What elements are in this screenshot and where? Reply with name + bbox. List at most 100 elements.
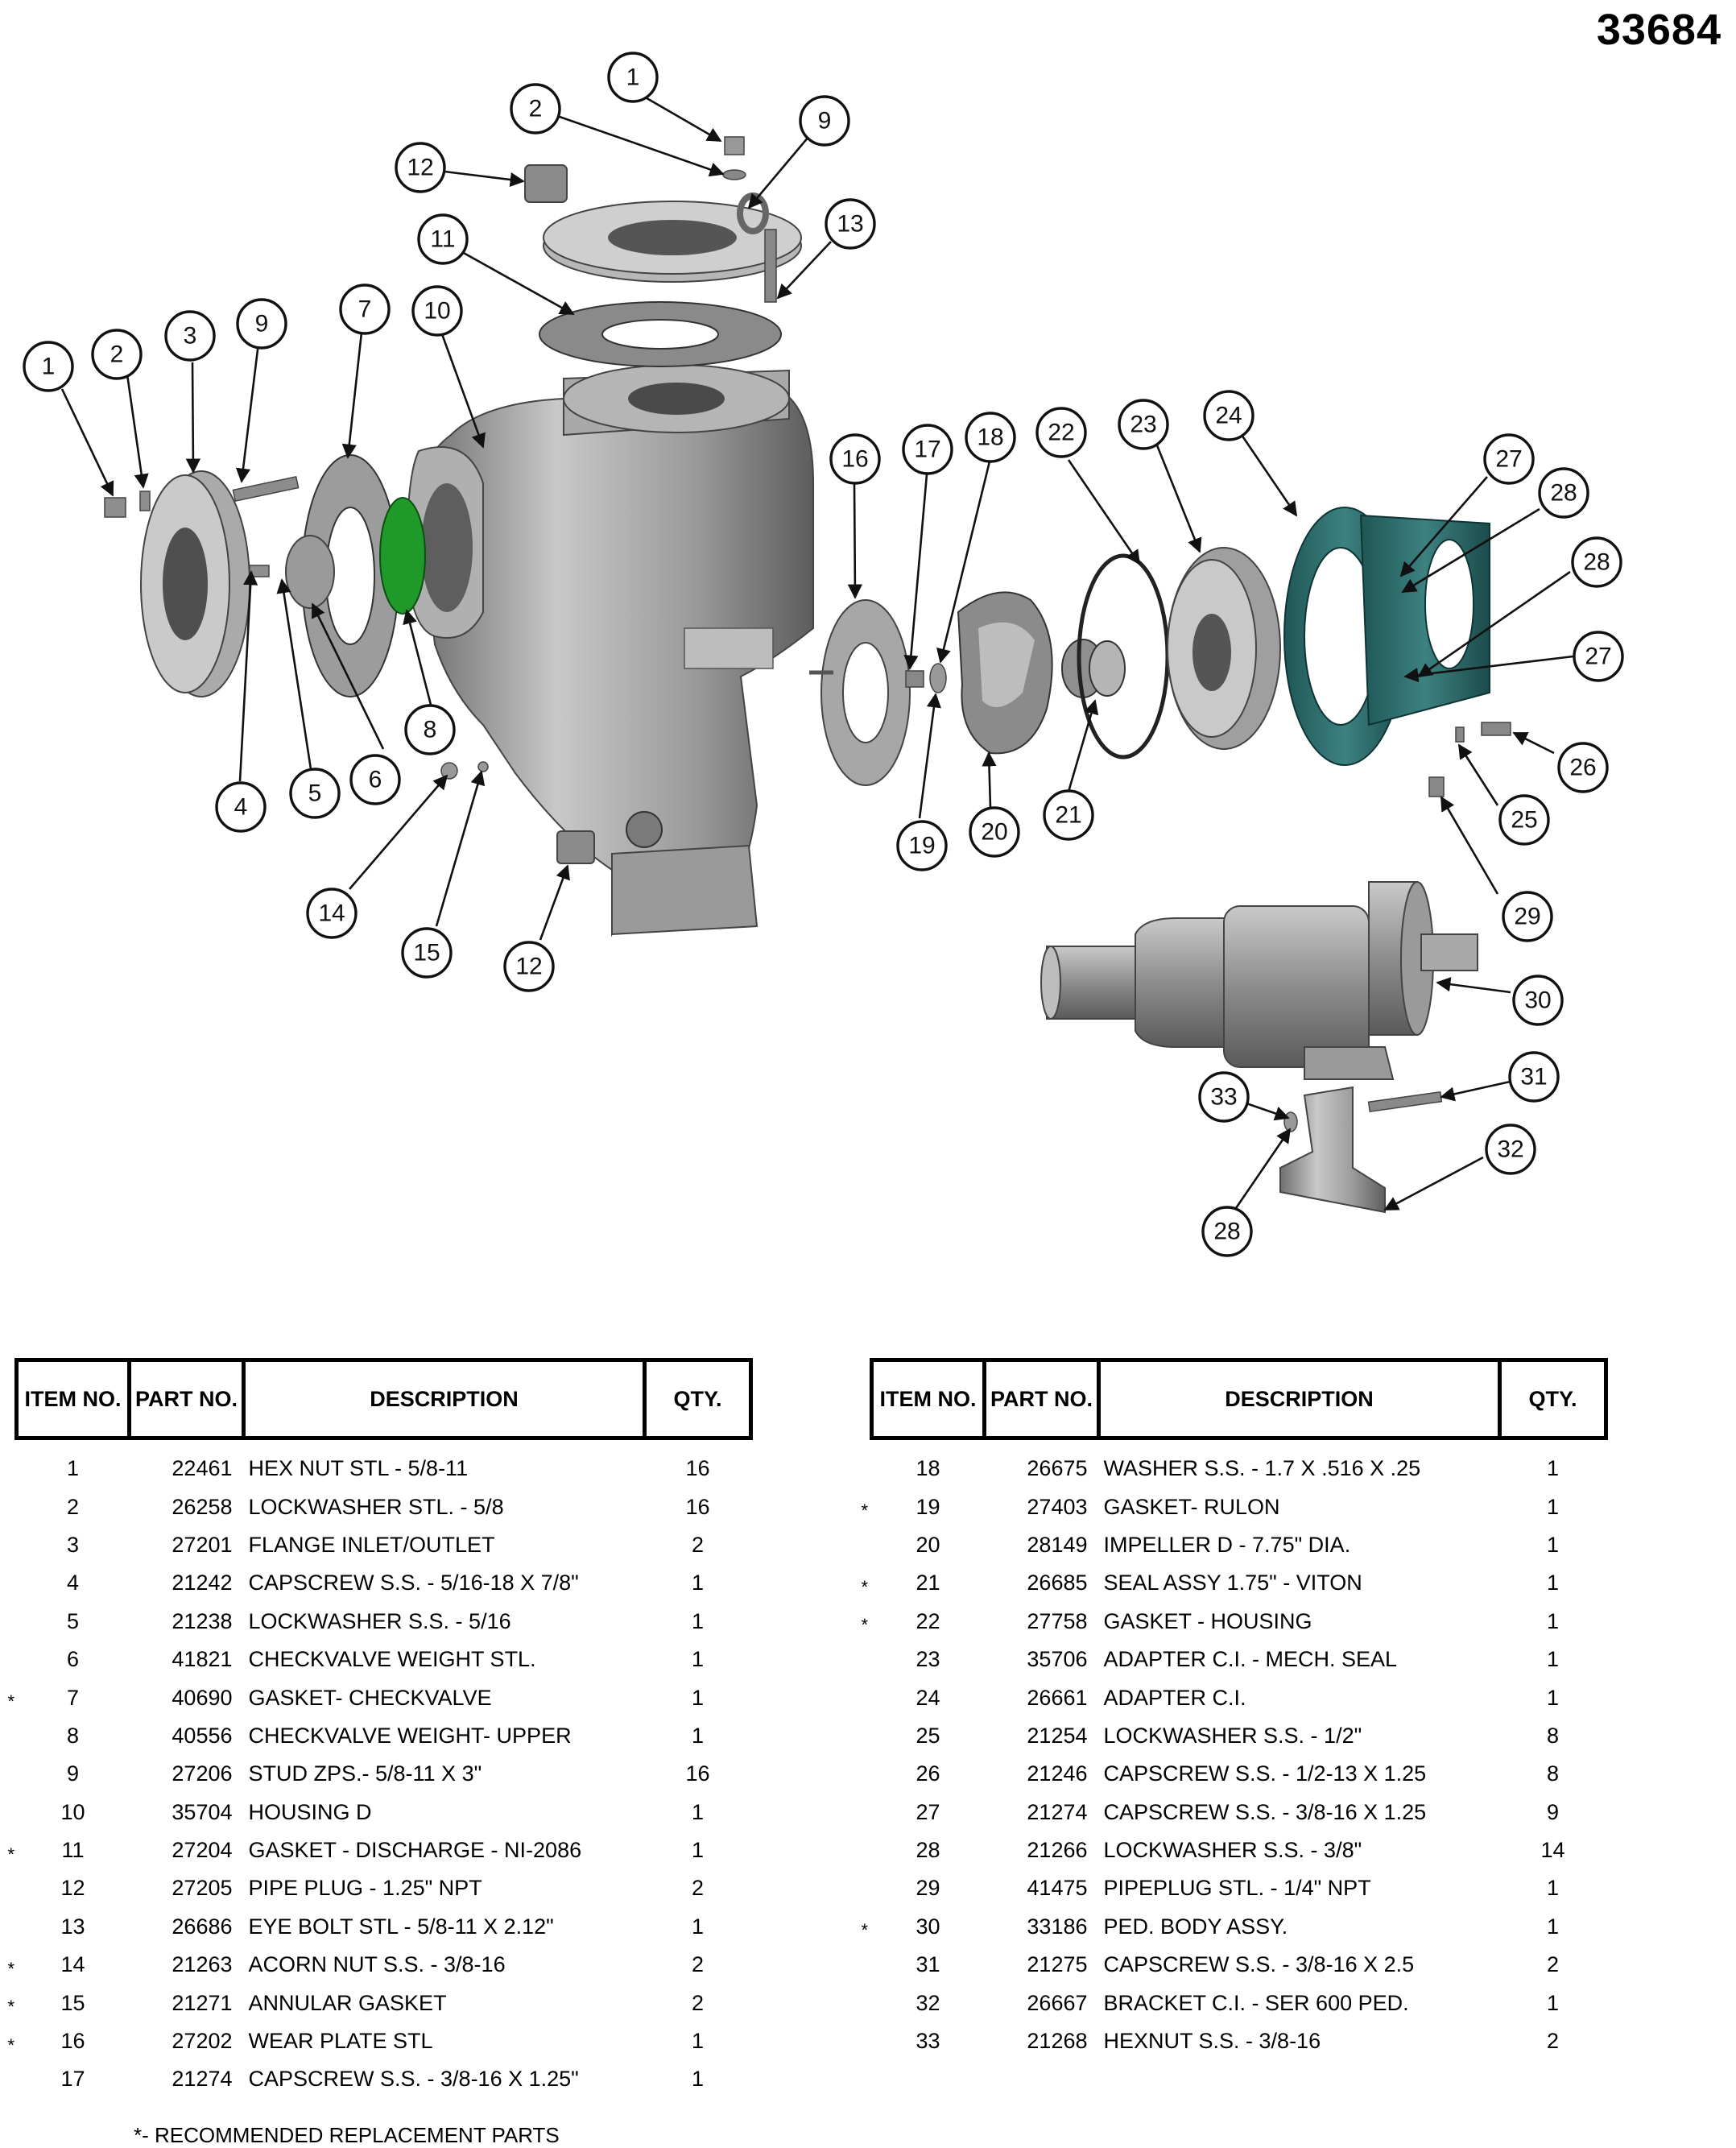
- description-cell: HEX NUT STL - 5/8-11: [248, 1456, 469, 1481]
- callout-balloon: 26: [1557, 742, 1609, 793]
- callout-balloon: 2: [91, 329, 143, 380]
- callout-number: 1: [42, 354, 56, 380]
- mechanical-seal: [1061, 639, 1126, 698]
- qty-cell: 16: [685, 1494, 710, 1519]
- recommended-marker: *: [7, 1691, 15, 1712]
- callout-number: 19: [908, 833, 935, 859]
- callout-balloon: 28: [1571, 536, 1622, 588]
- callout-number: 7: [358, 296, 372, 323]
- item-no-cell: 18: [872, 1438, 985, 1488]
- callout-number: 15: [413, 940, 440, 966]
- item-no: 16: [60, 2029, 85, 2054]
- qty-cell: 1: [1546, 1532, 1560, 1557]
- item-no: 1: [66, 1456, 80, 1481]
- callout-number: 9: [255, 311, 269, 337]
- qty-cell: 16: [685, 1456, 710, 1481]
- part-no-cell: 21274: [172, 2067, 233, 2092]
- callout-number: 26: [1569, 755, 1596, 781]
- item-no: 19: [916, 1494, 940, 1519]
- item-no-cell: 3: [17, 1526, 130, 1564]
- callout-balloon: 20: [969, 806, 1020, 858]
- callout-number: 24: [1215, 403, 1242, 429]
- item-no: 26: [916, 1761, 940, 1786]
- item-no-cell: 20: [872, 1526, 985, 1564]
- qty-cell: 1: [691, 2029, 705, 2054]
- callout-balloon: 11: [417, 213, 469, 265]
- callout-circle: [236, 298, 287, 350]
- qty-cell: 1: [1546, 1876, 1560, 1901]
- description-cell: SEAL ASSY 1.75" - VITON: [1103, 1571, 1362, 1595]
- callout-balloon: 12: [503, 941, 555, 992]
- item-no: 32: [916, 1990, 940, 2015]
- qty-cell: 1: [1546, 1494, 1560, 1519]
- qty-cell: 9: [1546, 1799, 1560, 1824]
- item-no-cell: 32: [872, 1984, 985, 2022]
- qty-cell: 1: [1546, 1685, 1560, 1710]
- item-no: 28: [916, 1838, 940, 1863]
- callout-balloon: 31: [1508, 1051, 1560, 1103]
- pedestal-body: [1040, 881, 1478, 1080]
- part-no-cell: 26667: [1027, 1990, 1088, 2015]
- callout-circle: [23, 341, 74, 392]
- callout-balloon: 8: [404, 704, 456, 755]
- recommended-marker: *: [861, 1920, 869, 1941]
- callout-number: 28: [1550, 480, 1577, 507]
- callout-circle: [1502, 891, 1553, 942]
- callout-balloon: 22: [1035, 407, 1087, 458]
- callout-balloon: 33: [1198, 1071, 1250, 1123]
- callout-balloon: 4: [215, 781, 267, 833]
- item-no-cell: *14: [8, 1946, 130, 1984]
- callout-number: 27: [1585, 644, 1611, 670]
- callout-circle: [1118, 399, 1169, 450]
- callout-balloon: 9: [236, 298, 287, 350]
- item-no-cell: 9: [17, 1755, 130, 1793]
- callout-circle: [1508, 1051, 1560, 1103]
- callout-circle: [896, 820, 948, 871]
- stud-left: [232, 475, 300, 503]
- acorn-nut: [440, 762, 458, 780]
- callout-balloon: 32: [1485, 1124, 1536, 1175]
- callout-number: 20: [981, 819, 1007, 846]
- callout-number: 12: [515, 954, 542, 980]
- callout-balloon: 15: [401, 927, 453, 979]
- item-no-cell: 10: [17, 1794, 130, 1831]
- callout-circle: [306, 888, 358, 939]
- capscrew-left: [249, 565, 270, 577]
- qty-cell: 1: [1546, 1647, 1560, 1672]
- callout-balloon: 19: [896, 820, 948, 871]
- part-no-cell: 27201: [172, 1532, 233, 1557]
- callout-circle: [349, 754, 401, 805]
- header-description: DESCRIPTION: [242, 1358, 647, 1440]
- item-no-cell: 6: [17, 1641, 130, 1678]
- item-no: 22: [916, 1608, 940, 1633]
- callout-circle: [825, 198, 876, 250]
- bracket-capscrew: [1367, 1091, 1443, 1113]
- description-cell: GASKET - DISCHARGE - NI-2086: [248, 1838, 582, 1863]
- item-no: 18: [916, 1456, 940, 1481]
- qty-cell: 2: [691, 1990, 705, 2015]
- pipe-plug-top: [524, 164, 568, 203]
- item-no: 25: [916, 1723, 940, 1748]
- callout-balloon: 7: [339, 284, 391, 335]
- table-header-row: ITEM NO. PART NO. DESCRIPTION QTY.: [14, 1358, 753, 1440]
- callout-circle: [1043, 789, 1094, 841]
- qty-cell: 2: [691, 1876, 705, 1901]
- recommended-marker: *: [7, 1997, 15, 2018]
- callout-number: 22: [1048, 420, 1074, 446]
- qty-cell: 1: [691, 1838, 705, 1863]
- callout-circle: [1573, 631, 1624, 682]
- item-no: 24: [916, 1685, 940, 1710]
- callout-number: 3: [184, 323, 197, 350]
- item-no: 10: [60, 1799, 85, 1824]
- description-cell: LOCKWASHER S.S. - 5/16: [248, 1608, 511, 1633]
- callout-number: 8: [424, 717, 437, 743]
- callout-circle: [1483, 433, 1535, 485]
